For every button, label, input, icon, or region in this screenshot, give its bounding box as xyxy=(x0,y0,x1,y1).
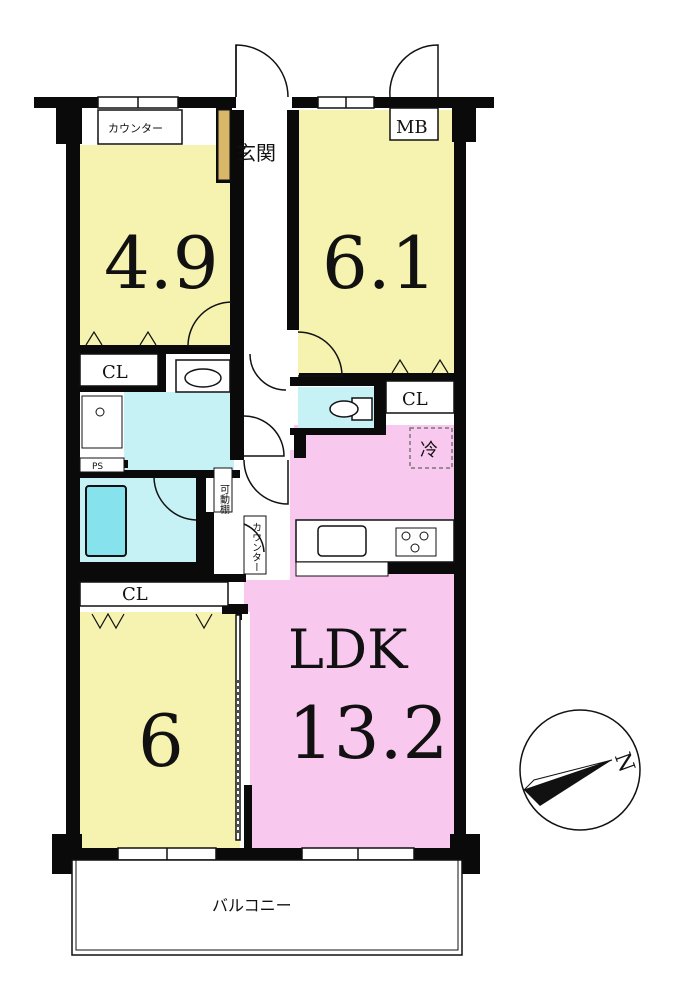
wall-left xyxy=(66,140,80,852)
stove-box xyxy=(395,527,437,557)
wall-top-right xyxy=(292,97,318,108)
door-washroom xyxy=(243,415,285,457)
wall-counter-box xyxy=(204,512,214,576)
kitchen-counter xyxy=(295,519,455,563)
ps-label: PS xyxy=(92,462,103,472)
door-room-nw xyxy=(187,301,233,347)
wall-ps-mid xyxy=(294,430,306,458)
wall-bath-right xyxy=(196,476,206,576)
sliding-panel-1 xyxy=(235,614,241,841)
door-bath xyxy=(153,477,197,521)
compass-needle-tip xyxy=(523,759,613,791)
closet-sw xyxy=(79,581,229,607)
counter-top-box xyxy=(97,109,183,145)
western-room-nw-floor xyxy=(80,145,232,350)
fridge-space xyxy=(409,427,453,469)
labels: 4.9 6.1 6 LDK 13.2 玄関 カウンター MB CL CL CL … xyxy=(92,117,448,915)
pillar-top-left xyxy=(56,100,82,144)
doors xyxy=(153,44,439,553)
compass-needle-icon xyxy=(524,760,612,806)
ps-box xyxy=(79,457,125,473)
washer-space xyxy=(81,395,123,449)
burner-icon-1 xyxy=(401,531,411,541)
closet-nw-label: CL xyxy=(102,362,128,383)
wall-bath-bottom xyxy=(80,562,210,576)
wall-toilet-right xyxy=(374,377,386,433)
entrance-door-left xyxy=(235,44,289,98)
mb-label: MB xyxy=(396,117,428,138)
kitchen-counter-lower xyxy=(295,561,389,577)
closet-sw-door-mark xyxy=(91,612,213,630)
entrance-label: 玄関 xyxy=(236,141,276,165)
washroom-floor xyxy=(124,392,234,470)
counter-side-label: カウンター xyxy=(250,522,262,572)
kitchen-sink-icon xyxy=(317,525,367,557)
bathtub xyxy=(85,485,127,557)
room-nw-size: 4.9 xyxy=(104,221,219,305)
wall-closet-nw xyxy=(80,385,166,392)
door-counter xyxy=(243,523,265,553)
wall-closet-sw-bottom xyxy=(222,604,248,614)
wall-toilet-top xyxy=(290,377,386,386)
closet-nw-door-mark xyxy=(85,330,157,346)
counter-top-label: カウンター xyxy=(108,122,163,135)
door-wash-inner xyxy=(249,353,287,391)
closet-door-marks xyxy=(85,330,449,630)
counter-side-box xyxy=(243,515,267,575)
balcony-outline xyxy=(71,859,463,956)
balcony-inner xyxy=(75,859,459,951)
western-room-sw-floor xyxy=(80,612,240,849)
wall-corridor-right xyxy=(287,110,299,330)
sliding-door-sw xyxy=(235,614,241,841)
closet-sw-label: CL xyxy=(122,584,148,605)
ldk-size: 13.2 xyxy=(288,691,448,775)
closet-ne-label: CL xyxy=(402,389,428,410)
wall-bath-top xyxy=(80,470,240,478)
wall-wash-right xyxy=(230,350,244,460)
washbasin-icon xyxy=(184,368,222,388)
movable-shelf-label: 可動棚 xyxy=(218,484,230,515)
wall-top-right-2 xyxy=(374,97,494,108)
balcony-label: バルコニー xyxy=(212,896,292,915)
closet-ne xyxy=(385,380,455,414)
closet-ne-door-mark xyxy=(391,358,449,374)
mb-door xyxy=(389,44,439,98)
ldk-name: LDK xyxy=(288,618,409,681)
mb-box xyxy=(389,107,439,141)
room-ne-size: 6.1 xyxy=(322,221,437,305)
movable-shelf-box xyxy=(213,467,233,513)
western-room-ne-floor xyxy=(298,110,454,375)
wall-corridor-left xyxy=(230,110,244,355)
fridge-label: 冷 xyxy=(420,440,438,461)
closets xyxy=(79,107,455,607)
balcony xyxy=(71,859,463,956)
wall-ldk-door-frame xyxy=(244,785,252,849)
toilet-bowl-icon xyxy=(329,400,359,418)
closet-nw xyxy=(79,353,159,387)
burner-icon-3 xyxy=(410,543,420,553)
drain-icon xyxy=(95,407,105,417)
door-corridor xyxy=(243,459,289,505)
burner-icon-2 xyxy=(419,531,429,541)
wall-kitchen-right xyxy=(384,560,456,574)
room-sw-size: 6 xyxy=(138,699,184,783)
wall-closet-sw-top xyxy=(80,574,246,582)
wall-wash-left xyxy=(158,350,166,392)
wall-right xyxy=(454,140,466,852)
compass: N xyxy=(519,709,641,831)
shoe-cabinet xyxy=(217,109,231,181)
wall-top-left-2 xyxy=(178,97,236,108)
wall-toilet-bottom xyxy=(290,428,386,435)
door-room-ne xyxy=(297,331,343,377)
wall-room-nw-bottom xyxy=(80,345,240,354)
pillar-top-right xyxy=(452,100,476,142)
